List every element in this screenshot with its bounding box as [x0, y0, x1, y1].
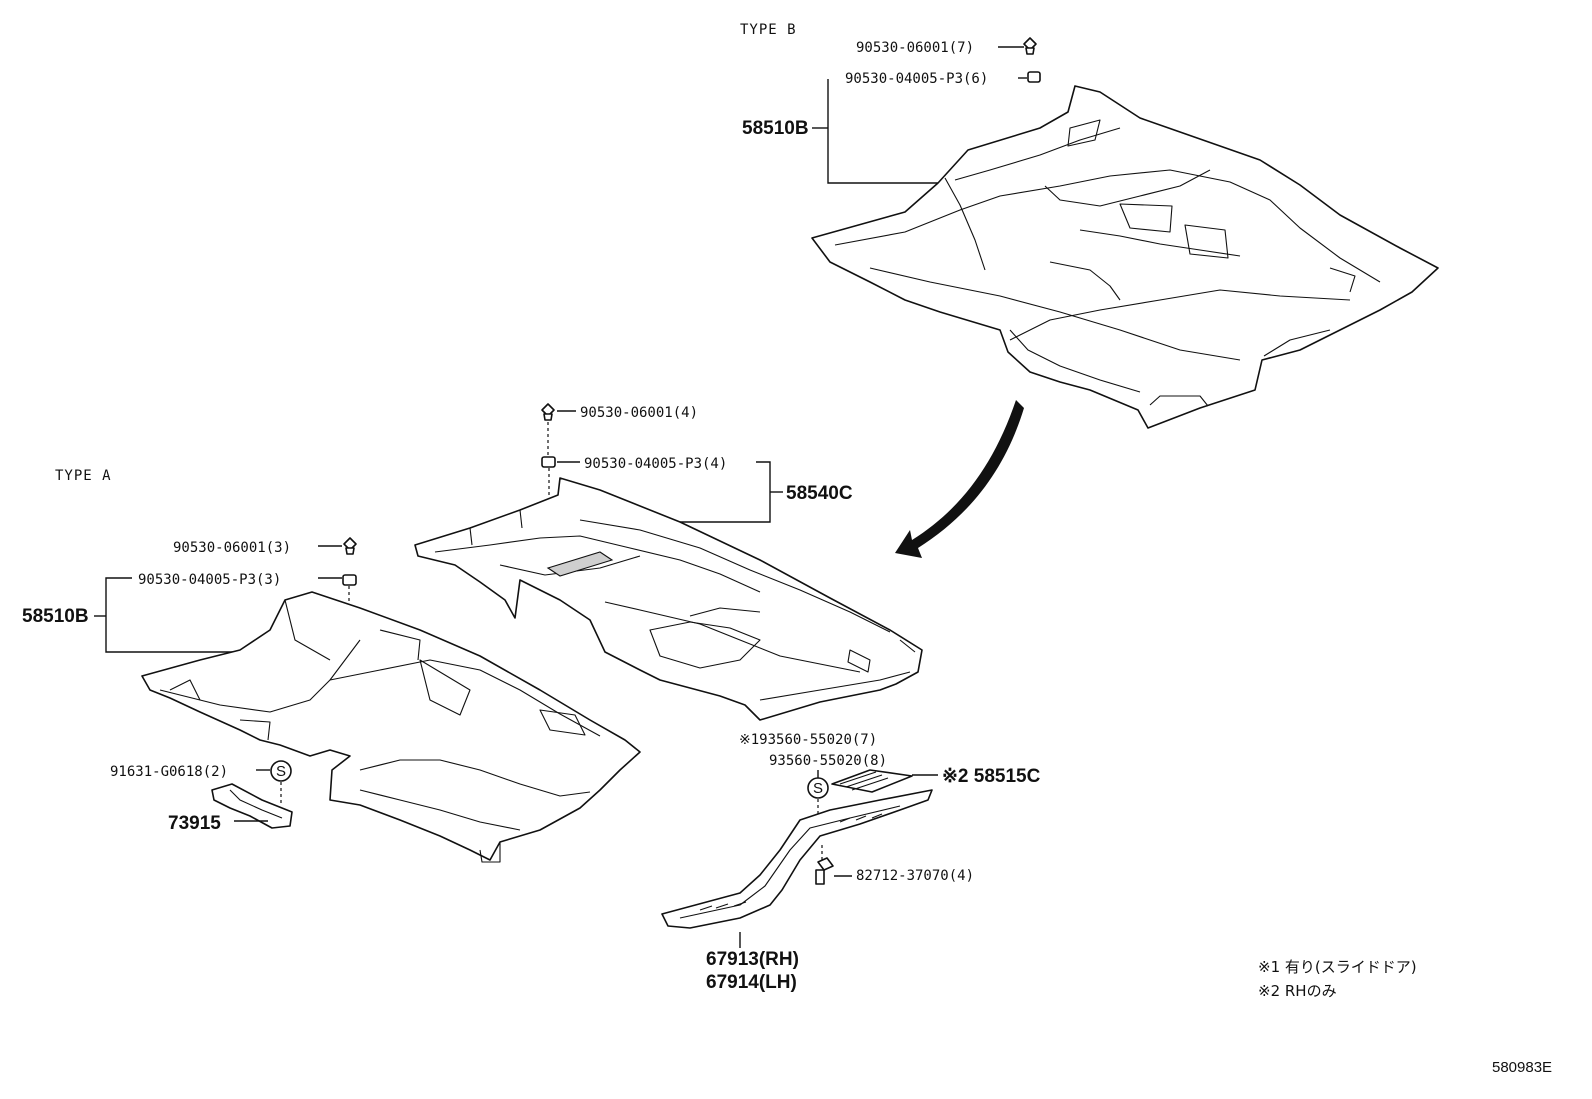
note-1: ※1 有り(スライドドア): [1258, 958, 1417, 976]
nut-icon: [541, 456, 556, 468]
callout-c-nut: 90530-04005-P3(4): [584, 456, 727, 472]
callout-a-mat: 58510B: [22, 606, 89, 627]
plate-58515c: [831, 769, 913, 793]
callout-c-clip: 90530-06001(4): [580, 405, 698, 421]
diagram-code: 580983E: [1492, 1059, 1552, 1076]
callout-b-nut: 90530-04005-P3(6): [845, 71, 988, 87]
floor-mat-type-a: [141, 591, 641, 863]
floor-mat-type-b: [811, 85, 1439, 429]
screw-symbol: S: [276, 763, 286, 780]
callout-a-nut: 90530-04005-P3(3): [138, 572, 281, 588]
clip-icon: [1023, 37, 1037, 55]
callout-a-bracket: 73915: [168, 813, 221, 834]
svg-text:S: S: [813, 780, 823, 797]
callout-s-rh: 67913(RH): [706, 949, 799, 970]
clip-icon: [815, 857, 834, 885]
type-b-label: TYPE B: [740, 22, 797, 38]
callout-s-clip: 82712-37070(4): [856, 868, 974, 884]
clip-icon: [541, 403, 555, 421]
callout-c-mat: 58540C: [786, 483, 853, 504]
bracket-73915: [211, 783, 293, 829]
screw-icon: S: [270, 760, 292, 782]
type-a-label: TYPE A: [55, 468, 112, 484]
screw-icon: S: [807, 777, 829, 799]
callout-s-screw2: 93560-55020(8): [769, 753, 887, 769]
callout-s-screw1: ※193560-55020(7): [739, 732, 877, 748]
note-2: ※2 RHのみ: [1258, 982, 1337, 1000]
callout-b-clip: 90530-06001(7): [856, 40, 974, 56]
floor-mat-58540c: [414, 477, 923, 721]
nut-icon: [342, 574, 357, 586]
callout-s-lh: 67914(LH): [706, 972, 797, 993]
callout-a-clip: 90530-06001(3): [173, 540, 291, 556]
step-sill: [661, 789, 933, 929]
callout-b-mat: 58510B: [742, 118, 809, 139]
callout-s-plate: ※2 58515C: [942, 766, 1041, 787]
arrow-icon: [895, 400, 1024, 558]
nut-icon: [1027, 71, 1041, 83]
clip-icon: [343, 537, 357, 555]
callout-a-screw: 91631-G0618(2): [110, 764, 228, 780]
